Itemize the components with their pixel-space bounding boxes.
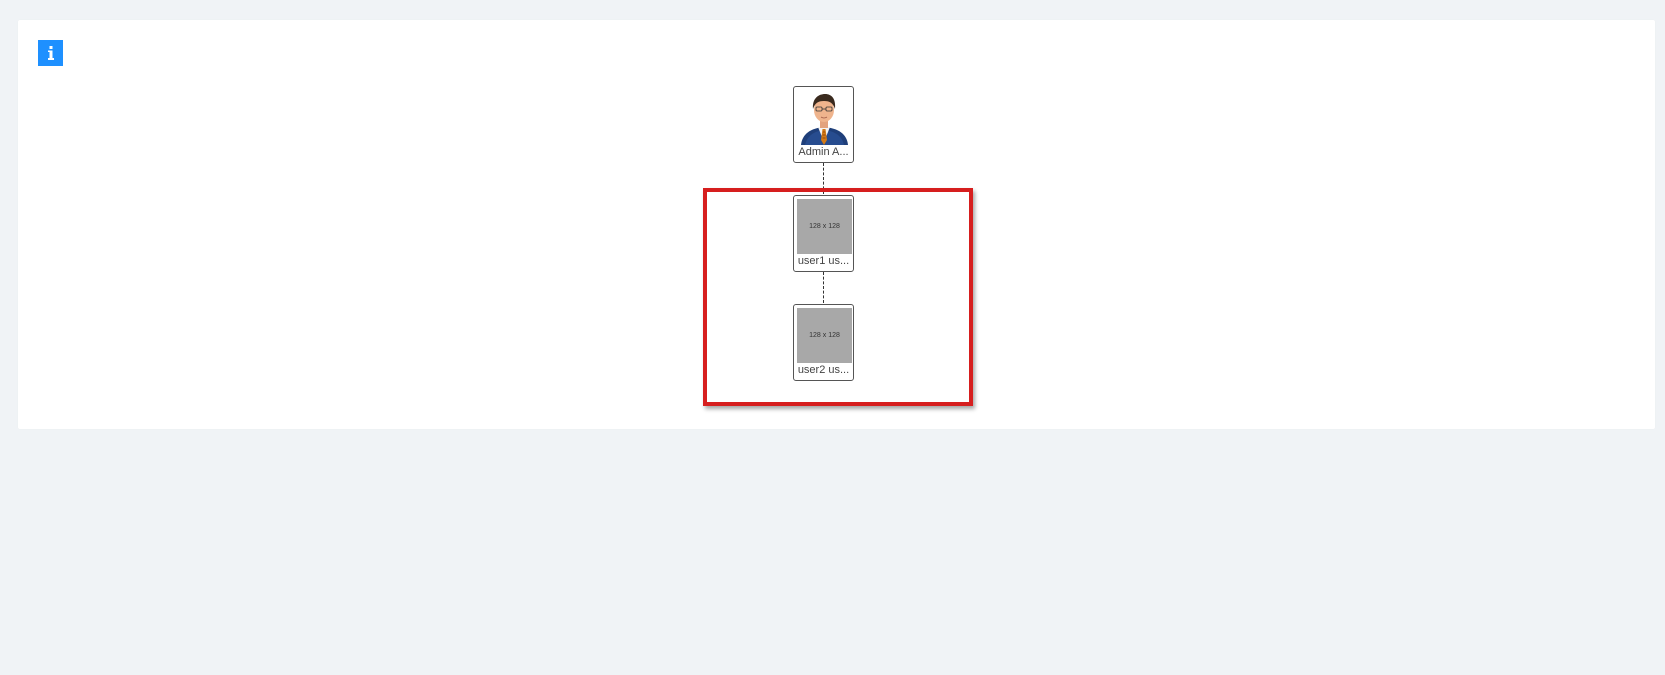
info-button[interactable] — [38, 40, 63, 66]
placeholder-image: 128 x 128 — [797, 308, 852, 363]
org-node-name: user2 us... — [797, 364, 850, 376]
admin-avatar — [797, 90, 852, 145]
org-node-name: user1 us... — [797, 255, 850, 267]
org-node-user2[interactable]: 128 x 128 user2 us... — [793, 304, 854, 381]
org-node-admin[interactable]: Admin A... — [793, 86, 854, 163]
placeholder-label: 128 x 128 — [809, 332, 840, 339]
connector-admin-user1 — [823, 163, 824, 194]
connector-user1-user2 — [823, 272, 824, 303]
placeholder-label: 128 x 128 — [809, 223, 840, 230]
placeholder-image: 128 x 128 — [797, 199, 852, 254]
org-node-name: Admin A... — [798, 146, 849, 158]
info-icon — [47, 46, 55, 60]
org-node-user1[interactable]: 128 x 128 user1 us... — [793, 195, 854, 272]
